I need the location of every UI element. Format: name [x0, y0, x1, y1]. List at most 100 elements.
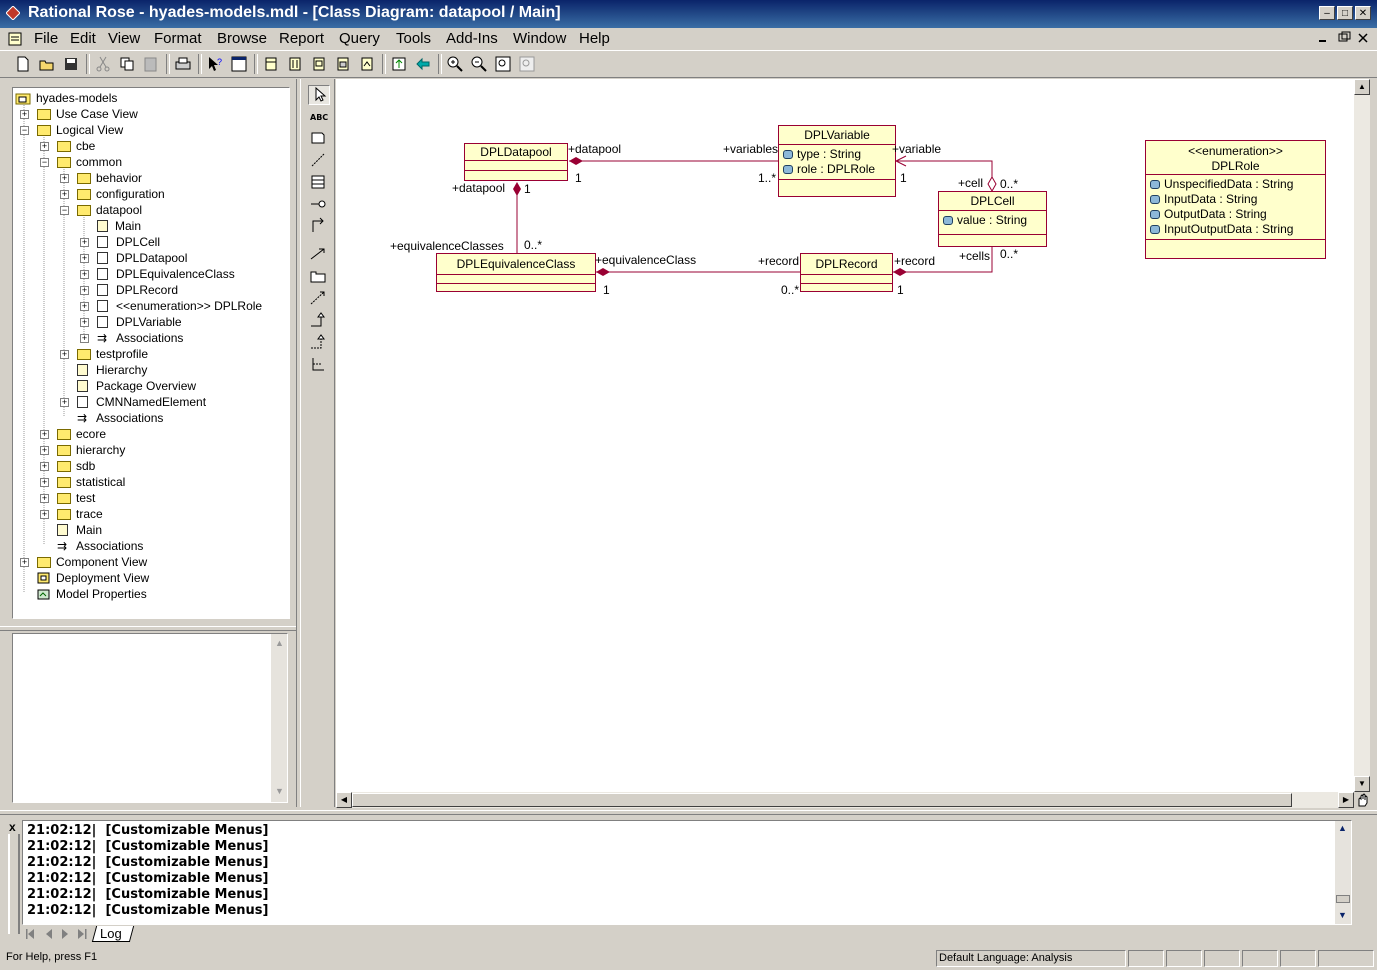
class-dplcell[interactable]: DPLCell value : String: [938, 191, 1047, 247]
fit-in-window-icon[interactable]: [494, 55, 512, 73]
tree-node-deployment-view[interactable]: Deployment View: [13, 570, 283, 586]
class-dplvariable[interactable]: DPLVariable type : String role : DPLRole: [778, 125, 896, 197]
scroll-thumb[interactable]: [352, 793, 1292, 807]
association-tool-icon[interactable]: [308, 217, 328, 235]
class-dpldatapool[interactable]: DPLDatapool: [464, 143, 568, 181]
log-scrollbar[interactable]: ▲ ▼: [1335, 821, 1351, 924]
tree-node-cbe[interactable]: + cbe: [13, 138, 283, 154]
menu-help[interactable]: Help: [579, 30, 610, 47]
print-icon[interactable]: [174, 55, 192, 73]
log-close-icon[interactable]: x: [9, 820, 16, 834]
attribute-type[interactable]: type : String: [779, 147, 895, 162]
role-label[interactable]: +cell: [958, 176, 984, 190]
pane-splitter-vertical[interactable]: [296, 79, 301, 807]
maximize-button[interactable]: □: [1337, 6, 1353, 20]
open-icon[interactable]: [38, 55, 56, 73]
role-label[interactable]: +record: [894, 254, 936, 268]
scroll-down-arrow-icon[interactable]: ▼: [1338, 910, 1347, 920]
expand-plus-icon[interactable]: +: [80, 301, 89, 311]
tree-node-sdb[interactable]: + sdb: [13, 458, 283, 474]
menu-tools[interactable]: Tools: [396, 30, 432, 47]
expand-plus-icon[interactable]: +: [80, 237, 89, 247]
pane-splitter[interactable]: [0, 626, 296, 631]
tree-node-trace[interactable]: + trace: [13, 506, 283, 522]
tree-node-hierarchy-diagram[interactable]: Hierarchy: [13, 362, 283, 378]
text-box-icon[interactable]: ABC: [308, 107, 328, 125]
diagram-horizontal-scrollbar[interactable]: ◀ ▶: [336, 792, 1354, 808]
rational-rose-icon[interactable]: [6, 6, 20, 20]
copy-icon[interactable]: [118, 55, 136, 73]
browser-tree[interactable]: hyades-models + Use Case View − Logical …: [12, 87, 290, 619]
multiplicity-label[interactable]: 1: [524, 182, 531, 196]
multiplicity-label[interactable]: 0..*: [524, 238, 543, 252]
tree-node-dplvariable[interactable]: + DPLVariable: [13, 314, 283, 330]
role-label[interactable]: +variable: [892, 142, 942, 156]
browse-class-icon[interactable]: [262, 55, 280, 73]
tree-node-behavior[interactable]: + behavior: [13, 170, 283, 186]
expand-plus-icon[interactable]: +: [80, 333, 89, 343]
role-label[interactable]: +equivalenceClasses: [390, 239, 504, 253]
role-label[interactable]: +datapool: [568, 142, 622, 156]
anchor-note-icon[interactable]: [308, 151, 328, 169]
tree-node-statistical[interactable]: + statistical: [13, 474, 283, 490]
class-tool-icon[interactable]: [308, 173, 328, 191]
close-button[interactable]: ✕: [1355, 6, 1371, 20]
view-doc-icon[interactable]: [230, 55, 248, 73]
tree-node-associations[interactable]: ⇉ Associations: [13, 538, 283, 554]
scroll-down-arrow-icon[interactable]: ▼: [1354, 776, 1370, 792]
tree-node-main[interactable]: Main: [13, 522, 283, 538]
literal-inputoutputdata[interactable]: InputOutputData : String: [1146, 222, 1325, 237]
mdi-controls[interactable]: [1315, 31, 1375, 45]
expand-plus-icon[interactable]: +: [40, 461, 49, 471]
expand-plus-icon[interactable]: +: [80, 285, 89, 295]
expand-plus-icon[interactable]: +: [40, 493, 49, 503]
menu-window[interactable]: Window: [513, 30, 567, 47]
menu-report[interactable]: Report: [279, 30, 325, 47]
browse-interaction-icon[interactable]: [286, 55, 304, 73]
package-tool-icon[interactable]: [308, 267, 328, 285]
literal-outputdata[interactable]: OutputData : String: [1146, 207, 1325, 222]
tree-node-cmnnamedelement[interactable]: + CMNNamedElement: [13, 394, 283, 410]
tree-node-package-overview[interactable]: Package Overview: [13, 378, 283, 394]
role-label[interactable]: +datapool: [452, 181, 506, 195]
menu-add-ins[interactable]: Add-Ins: [446, 30, 498, 47]
role-label[interactable]: +record: [758, 254, 800, 268]
multiplicity-label[interactable]: 1: [897, 283, 904, 297]
tree-node-hyades-models[interactable]: hyades-models: [13, 90, 283, 106]
expand-plus-icon[interactable]: +: [80, 253, 89, 263]
attribute-role[interactable]: role : DPLRole: [779, 162, 895, 177]
tree-node-test[interactable]: + test: [13, 490, 283, 506]
tree-node-hierarchy[interactable]: + hierarchy: [13, 442, 283, 458]
multiplicity-label[interactable]: 0..*: [1000, 177, 1019, 191]
expand-plus-icon[interactable]: +: [60, 189, 69, 199]
tree-node-dplcell[interactable]: + DPLCell: [13, 234, 283, 250]
expand-plus-icon[interactable]: +: [40, 509, 49, 519]
role-label[interactable]: +cells: [959, 249, 991, 263]
multiplicity-label[interactable]: 1: [900, 171, 907, 185]
tree-node-associations[interactable]: + ⇉ Associations: [13, 330, 283, 346]
class-dplrecord[interactable]: DPLRecord: [800, 253, 893, 292]
scroll-thumb[interactable]: [1336, 895, 1350, 903]
diagram-vertical-scrollbar[interactable]: ▲ ▼: [1354, 79, 1370, 792]
literal-unspecifieddata[interactable]: UnspecifiedData : String: [1146, 177, 1325, 192]
expand-plus-icon[interactable]: +: [60, 173, 69, 183]
tree-node-configuration[interactable]: + configuration: [13, 186, 283, 202]
expand-plus-icon[interactable]: +: [40, 445, 49, 455]
note-icon[interactable]: [308, 129, 328, 147]
scroll-right-arrow-icon[interactable]: ▶: [1338, 792, 1354, 808]
collapse-minus-icon[interactable]: −: [40, 157, 49, 167]
tree-node-datapool[interactable]: − datapool: [13, 202, 283, 218]
expand-plus-icon[interactable]: +: [20, 557, 29, 567]
pan-hand-icon[interactable]: [1355, 793, 1370, 808]
browse-deployment-icon[interactable]: [334, 55, 352, 73]
menu-view[interactable]: View: [108, 30, 141, 47]
tree-node-component-view[interactable]: + Component View: [13, 554, 283, 570]
multiplicity-label[interactable]: 0..*: [781, 283, 800, 297]
collapse-minus-icon[interactable]: −: [20, 125, 29, 135]
interface-tool-icon[interactable]: [308, 195, 328, 213]
menu-edit[interactable]: Edit: [70, 30, 96, 47]
cut-icon[interactable]: [94, 55, 112, 73]
realize-tool-icon[interactable]: [308, 333, 328, 351]
tree-node-dplrecord[interactable]: + DPLRecord: [13, 282, 283, 298]
tree-node-dpldatapool[interactable]: + DPLDatapool: [13, 250, 283, 266]
